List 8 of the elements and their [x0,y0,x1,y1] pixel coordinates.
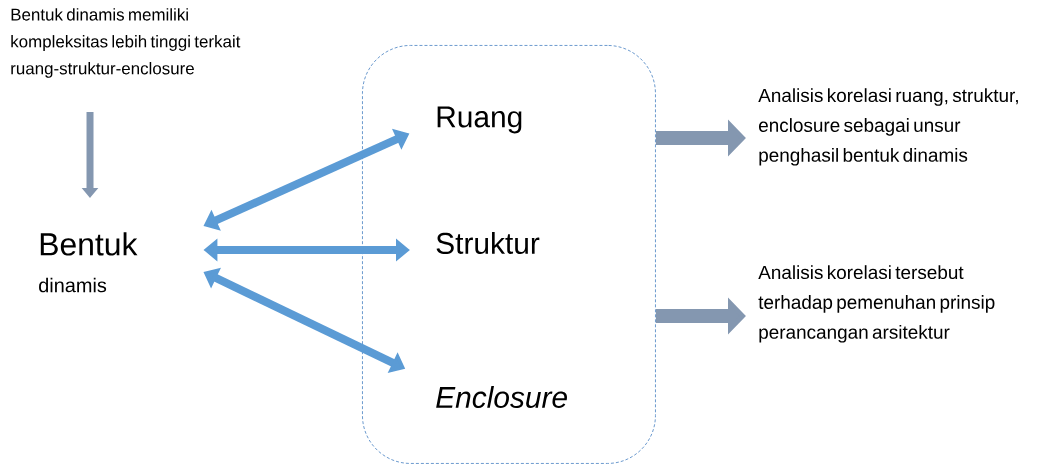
result-text: Analisis korelasi ruang, struktur, enclosure sebagai unsur penghasil bentuk dinamis [758,88,1018,166]
element-label: Enclosure [436,386,567,408]
element-label: Struktur [436,232,540,254]
element-label: Ruang [437,106,522,134]
note-text: Bentuk dinamis memiliki kompleksitas lebih tinggi terkait ruang-struktur-enclosure [11,8,241,78]
result-text: Analisis korelasi tersebut terhadap pemenuhan prinsip perancangan arsitektur [758,265,995,343]
dashed-frame [362,45,656,464]
concept-label: Bentuk dinamis [39,232,138,293]
